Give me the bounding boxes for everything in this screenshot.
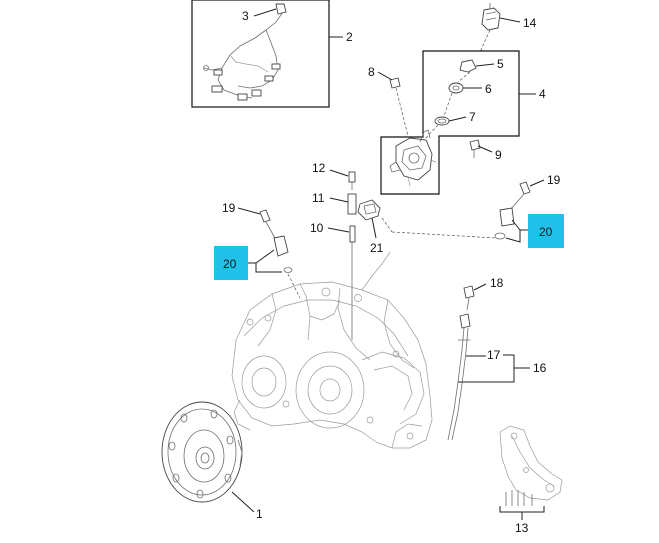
callout-11: 11 (312, 191, 325, 205)
callout-8: 8 (368, 65, 375, 79)
callout-9: 9 (495, 148, 502, 162)
callout-20-left: 20 (223, 257, 237, 271)
valve-body-inset (380, 50, 520, 195)
callout-17: 17 (487, 348, 501, 362)
highlight-20-right (528, 214, 564, 248)
callout-21: 21 (370, 241, 384, 255)
callout-4: 4 (539, 87, 546, 101)
callout-19-right: 19 (547, 173, 561, 187)
callout-14: 14 (523, 16, 537, 30)
callout-2: 2 (346, 30, 353, 44)
part-19-sensor-left (259, 209, 293, 273)
part-1-torque-converter (161, 401, 243, 503)
part-19-sensor-right (494, 181, 531, 240)
wiring-harness-inset (191, 0, 330, 108)
callout-19-left: 19 (222, 201, 236, 215)
part-9-bolt (469, 139, 481, 158)
shift-shaft-parts (347, 171, 357, 340)
part-18-bolt (463, 285, 475, 311)
callout-18: 18 (490, 276, 504, 290)
part-8-bolt (389, 77, 401, 89)
callout-13: 13 (515, 521, 529, 535)
callout-20-right: 20 (539, 225, 553, 239)
callout-7: 7 (469, 110, 476, 124)
callout-12: 12 (312, 161, 326, 175)
callout-5: 5 (497, 57, 504, 71)
callout-10: 10 (310, 221, 324, 235)
callout-1: 1 (256, 507, 263, 521)
inset-box-4 (380, 50, 520, 195)
part-21-clip (357, 199, 381, 221)
callout-16: 16 (533, 361, 547, 375)
callout-3: 3 (242, 9, 249, 23)
part-13-bracket (499, 425, 563, 506)
highlight-20-left (214, 246, 248, 280)
part-14-connector (481, 3, 501, 31)
transmission-housing (231, 251, 433, 449)
inset-box-2 (191, 0, 330, 108)
part-16-17-dipstick-tube (447, 313, 471, 441)
callout-6: 6 (485, 82, 492, 96)
